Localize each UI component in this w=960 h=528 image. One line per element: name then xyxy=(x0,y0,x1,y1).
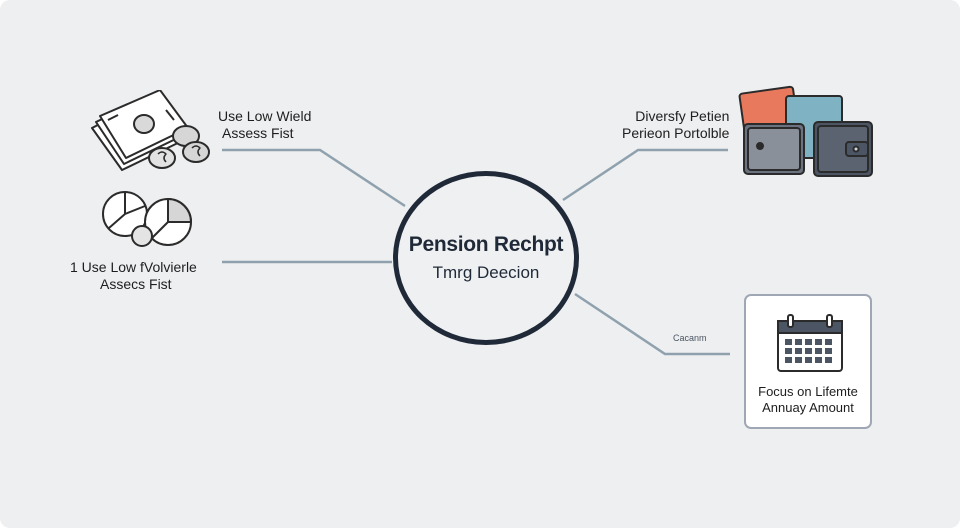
calendar-icon xyxy=(777,314,843,372)
connector-top-left xyxy=(222,148,406,208)
node-top-left-line1: Use Low Wield xyxy=(218,108,312,124)
calendar-card-line1: Focus on Lifemte xyxy=(758,384,858,399)
node-top-right-line2: Perieon Portolble xyxy=(622,125,730,141)
node-top-right-line1: Diversfy Petien xyxy=(635,108,730,124)
calendar-card: Focus on Lifemte Annuay Amount xyxy=(744,294,872,429)
node-top-left-label: Use Low Wield Assess Fist xyxy=(218,108,311,142)
banknotes-coins-icon xyxy=(91,90,210,171)
bottom-right-connector-label: Cacanm xyxy=(673,333,707,343)
node-mid-left-line1: 1 Use Low fVolvierle xyxy=(70,259,197,275)
wallets-icon xyxy=(738,85,873,177)
node-mid-left-label: 1 Use Low fVolvierle Assecs Fist xyxy=(70,259,197,293)
hub-title: Pension Rechpt xyxy=(408,233,564,256)
node-mid-left-line2: Assecs Fist xyxy=(100,276,172,292)
calendar-card-line2: Annuay Amount xyxy=(762,400,854,415)
central-hub: Pension Rechpt Tmrg Deecion xyxy=(393,171,579,345)
node-top-right-label: Diversfy Petien Perieon Portolble xyxy=(622,108,729,142)
hub-subtitle: Tmrg Deecion xyxy=(432,263,540,282)
calendar-card-label: Focus on Lifemte Annuay Amount xyxy=(746,384,870,416)
pie-coins-icon xyxy=(102,191,193,247)
node-top-left-line2: Assess Fist xyxy=(222,125,294,141)
connector-top-right xyxy=(562,148,728,202)
connector-bottom-right xyxy=(574,292,730,356)
